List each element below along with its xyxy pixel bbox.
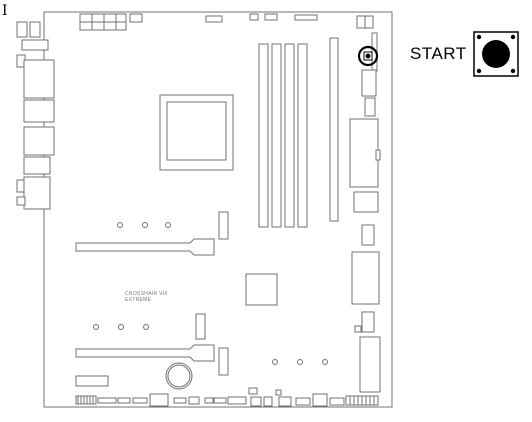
start-button-location-marker — [357, 45, 379, 67]
mounting-holes — [93, 222, 328, 365]
m2-slots — [195, 211, 229, 376]
motherboard-outline — [43, 11, 393, 408]
pcie-slots — [75, 238, 215, 362]
top-edge-connectors — [79, 13, 374, 31]
start-button-icon — [473, 31, 519, 77]
cmos-battery — [165, 362, 193, 390]
start-button-label: START — [410, 44, 467, 63]
text-cursor-icon: I — [2, 3, 8, 19]
chipset — [245, 273, 278, 306]
rear-io-ports — [16, 21, 55, 210]
board-model-line-1: CROSSHAIR VIII — [125, 291, 168, 297]
rear-header — [75, 375, 109, 387]
cpu-socket — [159, 94, 234, 171]
right-side-headers — [349, 32, 381, 393]
bottom-edge-headers — [75, 387, 379, 407]
board-model-line-2: EXTREME — [125, 297, 152, 303]
dimm-slots — [258, 37, 339, 228]
